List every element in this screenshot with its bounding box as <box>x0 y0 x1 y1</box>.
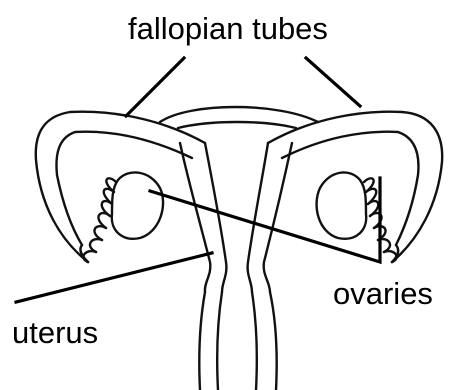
right-fallopian-tube-lower <box>282 132 418 245</box>
uterus-left-wall-inner <box>205 143 226 292</box>
right-ovary <box>317 172 367 238</box>
uterus-right-wall-outer <box>264 143 292 292</box>
fallopian-tubes-leader-left <box>126 58 184 116</box>
uterus-leader <box>16 253 212 302</box>
uterus-fundus-outer <box>160 107 318 122</box>
ovaries-label: ovaries <box>333 278 433 309</box>
fallopian-tubes-label: fallopian tubes <box>128 13 328 44</box>
uterus-label: uterus <box>12 317 98 348</box>
uterus-fundus-inner <box>178 122 296 128</box>
cervix-left-inner <box>217 292 222 390</box>
cervix-right-inner <box>252 292 257 390</box>
cervix-left-outer <box>199 292 205 390</box>
uterus-left-wall-outer <box>180 143 210 292</box>
left-ovary <box>112 172 163 238</box>
cervix-right-outer <box>270 292 277 390</box>
fallopian-tubes-leader-right <box>306 58 360 106</box>
left-fallopian-tube-lower <box>56 132 192 245</box>
ovaries-leader <box>150 178 380 262</box>
